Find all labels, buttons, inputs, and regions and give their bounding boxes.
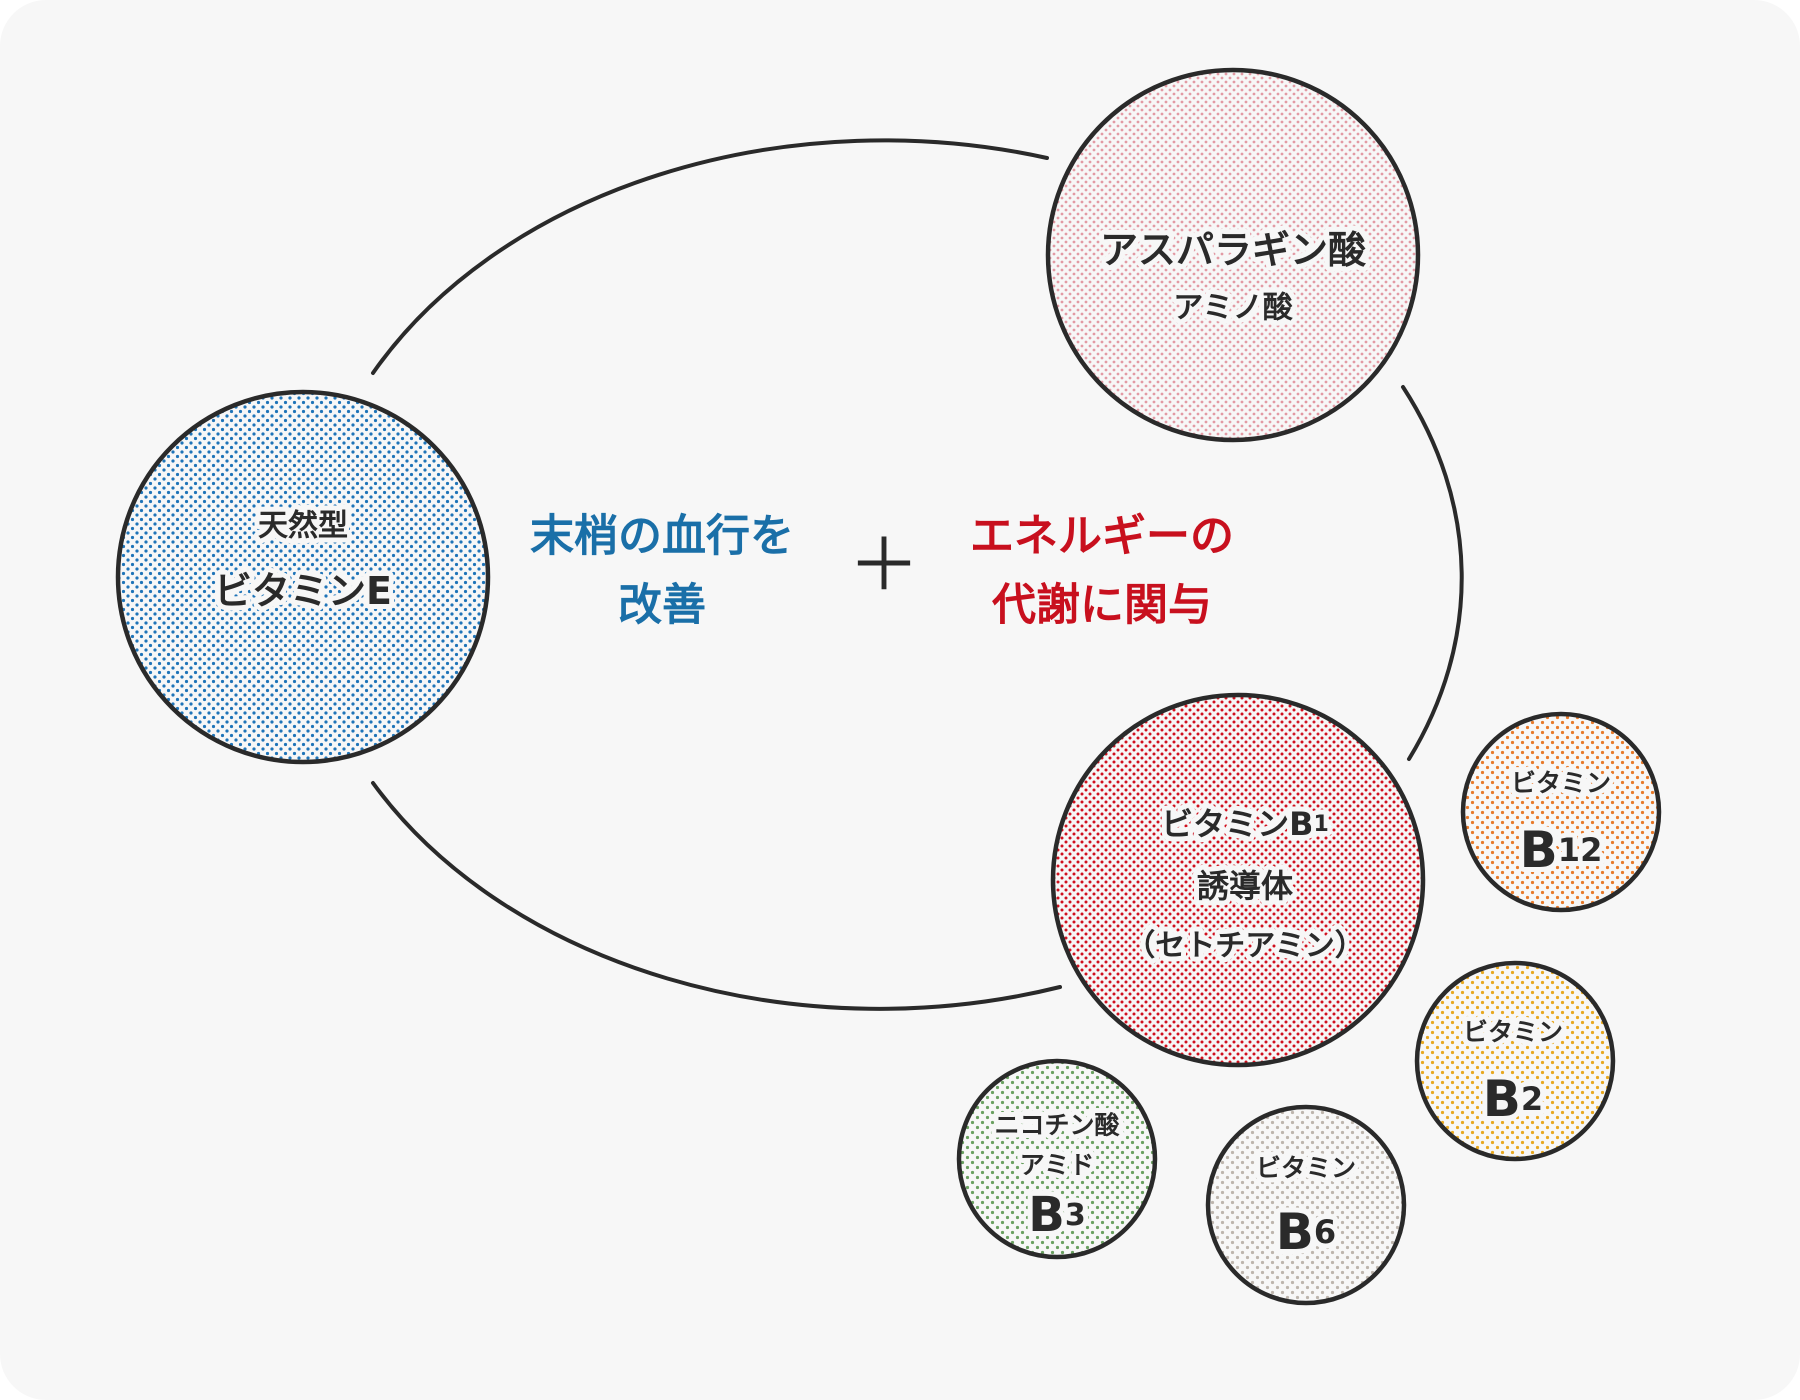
vitamin-e-label-2: ビタミンE: [214, 569, 392, 613]
aspartic-label-1: アスパラギン酸: [1100, 228, 1367, 272]
effect-energy-line1: エネルギーの: [970, 511, 1234, 562]
effect-energy-line2: 代謝に関与: [991, 580, 1212, 631]
b3-label-2: アミド: [1020, 1151, 1095, 1180]
b12-label-2: B12: [1520, 821, 1603, 879]
b2-label-2: B2: [1483, 1070, 1543, 1128]
vitamin-e-label-1: 天然型: [258, 509, 348, 544]
arc-bottom: [371, 781, 1062, 1011]
b3-label-1: ニコチン酸: [994, 1111, 1120, 1140]
b2-label-1: ビタミン: [1463, 1018, 1563, 1047]
effect-blood-flow-line2: 改善: [618, 580, 706, 631]
b6-label-2: B6: [1276, 1203, 1336, 1261]
node-vitamin-b3: ニコチン酸 アミド B3: [956, 1058, 1158, 1260]
node-vitamin-b6: ビタミン B6: [1205, 1104, 1407, 1306]
aspartic-label-2: アミノ酸: [1173, 291, 1293, 326]
b1-label-3: （セトチアミン）: [1125, 929, 1364, 964]
plus-icon: ＋: [848, 523, 920, 607]
b3-label-3: B3: [1028, 1187, 1085, 1243]
arc-top: [371, 138, 1049, 375]
b6-label-1: ビタミン: [1256, 1154, 1356, 1183]
node-vitamin-b12: ビタミン B12: [1460, 711, 1662, 913]
node-vitamin-e: 天然型 ビタミンE: [115, 389, 491, 765]
b12-label-1: ビタミン: [1511, 769, 1611, 798]
node-aspartic-acid: アスパラギン酸 アミノ酸: [1045, 67, 1421, 443]
arc-right: [1401, 385, 1464, 761]
effect-blood-flow-line1: 末梢の血行を: [530, 511, 794, 562]
node-vitamin-b1: ビタミンB1 誘導体 （セトチアミン）: [1050, 692, 1426, 1068]
b1-label-1: ビタミンB1: [1161, 805, 1329, 843]
b1-label-2: 誘導体: [1197, 867, 1293, 905]
node-vitamin-b2: ビタミン B2: [1414, 960, 1616, 1162]
